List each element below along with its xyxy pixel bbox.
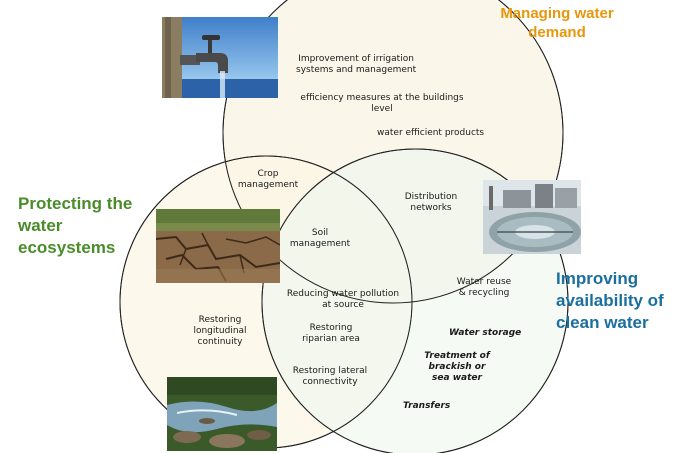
- title-managing-water-demand: Managing water demand: [500, 5, 614, 41]
- water-treatment-plant-photo: [483, 180, 581, 254]
- title-protecting-ecosystems: Protecting the water ecosystems: [18, 194, 133, 257]
- label-crop-management: Crop management: [237, 169, 299, 190]
- label-reducing-pollution: Reducing water pollution at source: [286, 289, 400, 310]
- label-treatment-sea-water: Treatment of brackish or sea water: [424, 351, 490, 383]
- label-riparian-area: Restoring riparian area: [302, 323, 360, 344]
- title-improving-availability: Improving availability of clean water: [556, 269, 664, 332]
- label-transfers: Transfers: [403, 401, 451, 411]
- label-distribution-networks: Distribution networks: [404, 192, 458, 213]
- label-irrigation: Improvement of irrigation systems and ma…: [296, 54, 417, 75]
- label-lateral-connectivity: Restoring lateral connectivity: [292, 366, 368, 387]
- label-buildings-efficiency: efficiency measures at the buildings lev…: [300, 93, 464, 114]
- label-water-reuse: Water reuse & recycling: [456, 277, 512, 298]
- water-tap-photo: [162, 17, 278, 98]
- cracked-soil-photo: [156, 209, 280, 283]
- label-water-efficient-products: water efficient products: [377, 128, 485, 138]
- label-longitudinal-continuity: Restoring longitudinal continuity: [193, 315, 247, 347]
- label-soil-management: Soil management: [289, 228, 351, 249]
- river-stream-photo: [167, 377, 277, 451]
- label-water-storage: Water storage: [449, 328, 522, 338]
